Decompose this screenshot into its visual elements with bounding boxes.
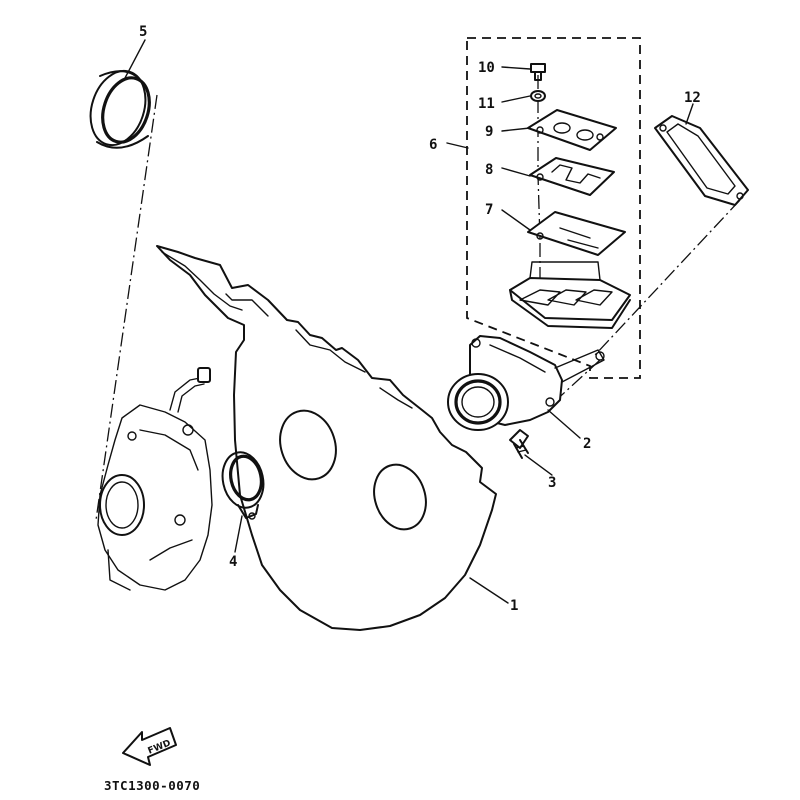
callout-labels: 5 6 10 11 9 8 7 12 2 3 4 1 <box>139 24 701 614</box>
reed-valve-assembly-box <box>466 37 641 379</box>
cover-plate-part-1 <box>156 245 497 631</box>
reed-plate-part-7 <box>527 211 626 256</box>
callout-8: 8 <box>485 162 493 178</box>
gasket-part-12 <box>654 115 749 206</box>
intake-manifold-part-2 <box>447 335 605 431</box>
washer-part-11 <box>530 90 546 102</box>
drawing-code: 3TC1300-0070 <box>104 778 200 793</box>
fwd-arrow-icon: FWD <box>122 727 177 766</box>
reed-valve-block <box>509 261 631 329</box>
callout-11: 11 <box>478 96 495 112</box>
callout-12: 12 <box>684 90 701 106</box>
seal-ring-part-5 <box>89 69 151 149</box>
reed-stopper-part-8 <box>529 157 615 196</box>
hose-clamp-part-4 <box>221 451 265 520</box>
callout-3: 3 <box>548 475 556 491</box>
callout-9: 9 <box>485 124 493 140</box>
reed-valve-plate-part-9 <box>527 109 617 151</box>
callout-4: 4 <box>229 554 237 570</box>
carburetor <box>97 367 213 591</box>
bolt-part-3 <box>509 429 529 459</box>
callout-7: 7 <box>485 202 493 218</box>
screw-part-10 <box>530 63 546 81</box>
leader-lines <box>124 39 694 604</box>
callout-10: 10 <box>478 60 495 76</box>
callout-1: 1 <box>510 598 518 614</box>
callout-2: 2 <box>583 436 591 452</box>
callout-5: 5 <box>139 24 147 40</box>
callout-6: 6 <box>429 137 437 153</box>
